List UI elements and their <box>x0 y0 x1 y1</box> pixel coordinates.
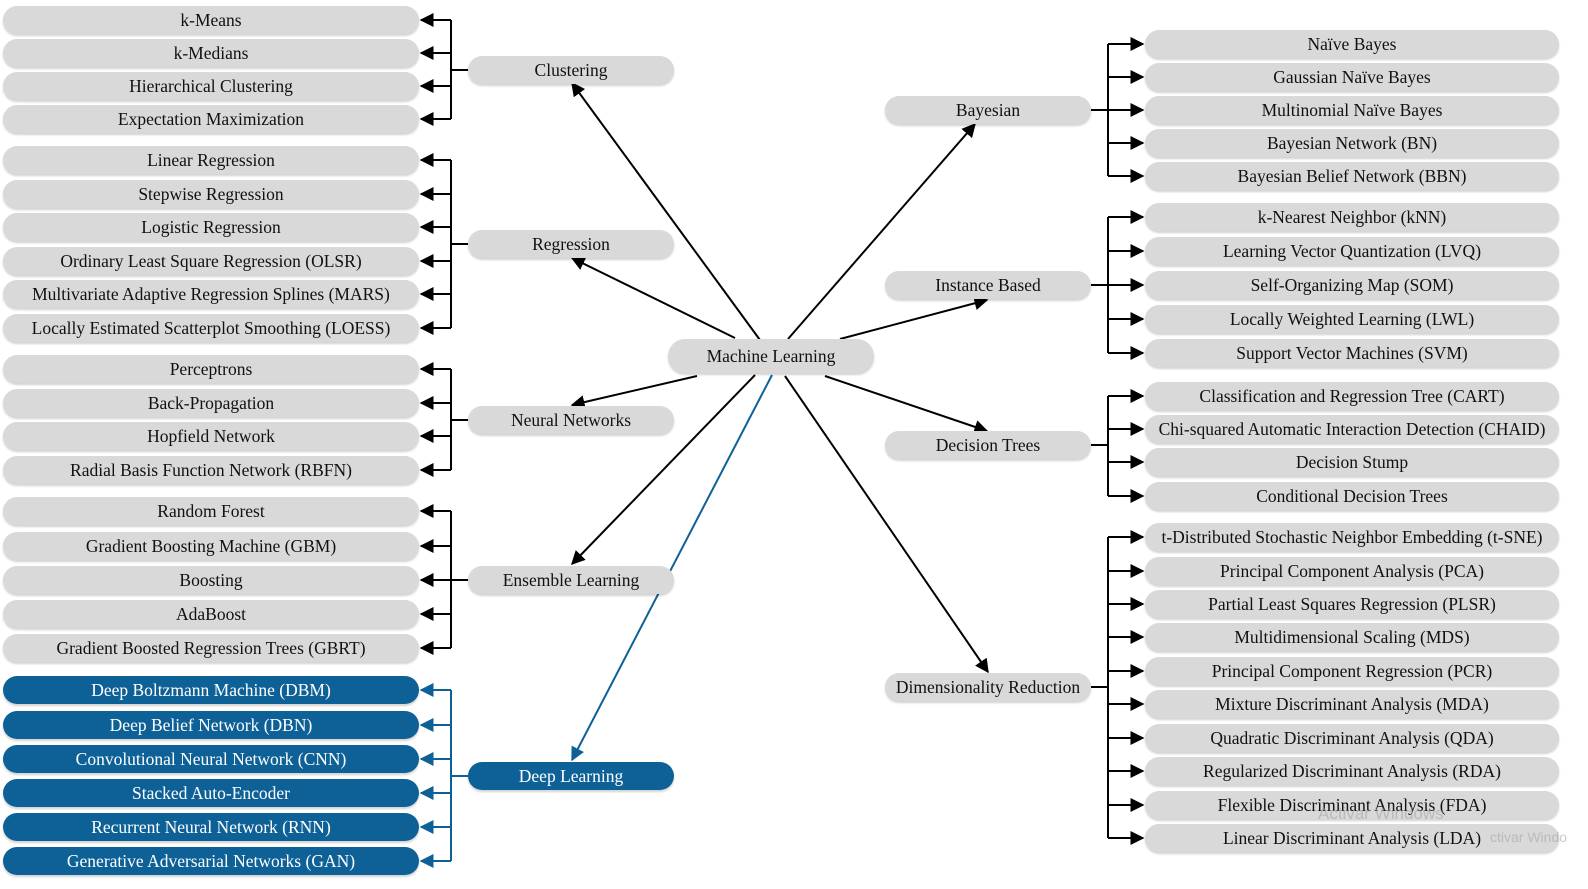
root-node-machine-learning: Machine Learning <box>668 339 874 373</box>
category-decision-trees: Decision Trees <box>885 431 1091 459</box>
leaf-boosting: Boosting <box>3 566 419 594</box>
leaf-linear-regression: Linear Regression <box>3 146 419 174</box>
leaf-lda: Linear Discriminant Analysis (LDA) <box>1145 824 1559 852</box>
leaf-gaussian-naive-bayes: Gaussian Naïve Bayes <box>1145 63 1559 91</box>
leaf-loess: Locally Estimated Scatterplot Smoothing … <box>3 314 419 342</box>
leaf-pca: Principal Component Analysis (PCA) <box>1145 557 1559 585</box>
leaf-hopfield-network: Hopfield Network <box>3 422 419 450</box>
leaf-knn: k-Nearest Neighbor (kNN) <box>1145 203 1559 231</box>
leaf-qda: Quadratic Discriminant Analysis (QDA) <box>1145 724 1559 752</box>
leaf-t-sne: t-Distributed Stochastic Neighbor Embedd… <box>1145 523 1559 551</box>
leaf-logistic-regression: Logistic Regression <box>3 213 419 241</box>
leaf-cart: Classification and Regression Tree (CART… <box>1145 382 1559 410</box>
root-to-instance <box>839 296 989 340</box>
leaf-dbn: Deep Belief Network (DBN) <box>3 711 419 739</box>
leaf-svm: Support Vector Machines (SVM) <box>1145 339 1559 367</box>
leaf-perceptrons: Perceptrons <box>3 355 419 383</box>
leaf-stacked-auto-encoder: Stacked Auto-Encoder <box>3 779 419 807</box>
leaf-pcr: Principal Component Regression (PCR) <box>1145 657 1559 685</box>
leaf-rda: Regularized Discriminant Analysis (RDA) <box>1145 757 1559 785</box>
leaf-gbrt: Gradient Boosted Regression Trees (GBRT) <box>3 634 419 662</box>
leaf-k-medians: k-Medians <box>3 39 419 67</box>
leaf-mds: Multidimensional Scaling (MDS) <box>1145 623 1559 651</box>
category-bayesian: Bayesian <box>885 96 1091 124</box>
leaf-bayesian-belief-network: Bayesian Belief Network (BBN) <box>1145 162 1559 190</box>
leaf-bayesian-network: Bayesian Network (BN) <box>1145 129 1559 157</box>
leaf-dbm: Deep Boltzmann Machine (DBM) <box>3 676 419 704</box>
watermark-line-2: ctivar Windo <box>1490 829 1568 845</box>
leaf-chaid: Chi-squared Automatic Interaction Detect… <box>1145 415 1559 443</box>
leaf-plsr: Partial Least Squares Regression (PLSR) <box>1145 590 1559 618</box>
watermark-line-1: Activar Windows <box>1318 804 1444 823</box>
leaf-gan: Generative Adversarial Networks (GAN) <box>3 847 419 875</box>
leaf-som: Self-Organizing Map (SOM) <box>1145 271 1559 299</box>
leaf-lvq: Learning Vector Quantization (LVQ) <box>1145 237 1559 265</box>
leaf-conditional-decision-trees: Conditional Decision Trees <box>1145 482 1559 510</box>
leaf-olsr: Ordinary Least Square Regression (OLSR) <box>3 247 419 275</box>
leaf-rbfn: Radial Basis Function Network (RBFN) <box>3 456 419 484</box>
leaf-lwl: Locally Weighted Learning (LWL) <box>1145 305 1559 333</box>
root-to-ensemble <box>571 374 756 566</box>
category-instance-based: Instance Based <box>885 271 1091 299</box>
leaf-back-propagation: Back-Propagation <box>3 389 419 417</box>
category-deep-learning: Deep Learning <box>468 762 674 790</box>
leaf-k-means: k-Means <box>3 6 419 34</box>
root-to-dimred <box>784 375 989 674</box>
leaf-mars: Multivariate Adaptive Regression Splines… <box>3 280 419 308</box>
category-dimensionality-reduction: Dimensionality Reduction <box>885 673 1091 701</box>
leaf-stepwise-regression: Stepwise Regression <box>3 180 419 208</box>
leaf-cnn: Convolutional Neural Network (CNN) <box>3 745 419 773</box>
root-to-neural <box>570 375 698 409</box>
root-to-bayesian <box>787 122 976 340</box>
root-to-clustering <box>571 81 761 341</box>
leaf-gbm: Gradient Boosting Machine (GBM) <box>3 532 419 560</box>
leaf-mda: Mixture Discriminant Analysis (MDA) <box>1145 690 1559 718</box>
leaf-hierarchical-clustering: Hierarchical Clustering <box>3 72 419 100</box>
leaf-multinomial-naive-bayes: Multinomial Naïve Bayes <box>1145 96 1559 124</box>
leaf-random-forest: Random Forest <box>3 497 419 525</box>
leaf-adaboost: AdaBoost <box>3 600 419 628</box>
root-to-trees <box>824 375 989 434</box>
category-neural-networks: Neural Networks <box>468 406 674 434</box>
root-to-deep <box>571 374 773 762</box>
leaf-naive-bayes: Naïve Bayes <box>1145 30 1559 58</box>
category-clustering: Clustering <box>468 56 674 84</box>
root-to-regression <box>570 257 736 339</box>
leaf-rnn: Recurrent Neural Network (RNN) <box>3 813 419 841</box>
category-regression: Regression <box>468 230 674 258</box>
category-ensemble-learning: Ensemble Learning <box>468 566 674 594</box>
leaf-expectation-maximization: Expectation Maximization <box>3 105 419 133</box>
leaf-fda: Flexible Discriminant Analysis (FDA) <box>1145 791 1559 819</box>
leaf-decision-stump: Decision Stump <box>1145 448 1559 476</box>
